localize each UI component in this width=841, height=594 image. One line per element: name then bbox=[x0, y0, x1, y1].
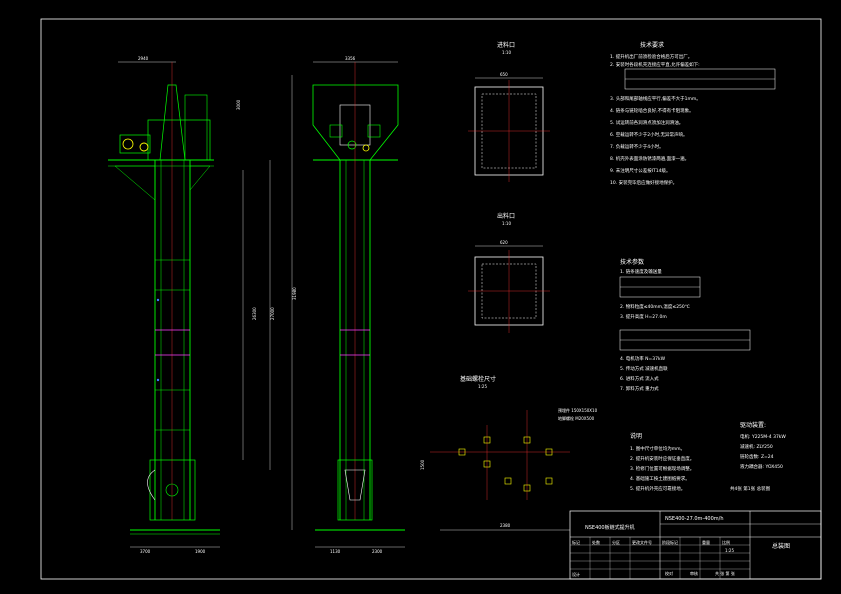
tech-params-line: 7. 卸料方式 重力式 bbox=[620, 385, 659, 392]
tech-req-line: 4. 链条与链轮啮合良好,不得有卡阻现象。 bbox=[610, 107, 694, 114]
dim-top-width: 2940 bbox=[138, 56, 149, 61]
tech-params-line: 5. 传动方式 减速机直联 bbox=[620, 365, 668, 372]
notes-line: 4. 基础施工按土建图纸要求。 bbox=[630, 475, 690, 482]
outlet-title: 出料口 bbox=[497, 212, 515, 220]
tech-req-line: 9. 未注明尺寸公差按IT14级。 bbox=[610, 167, 671, 174]
inlet-scale: 1:10 bbox=[502, 50, 511, 55]
tech-req-line: 1. 提升机出厂前须检验合格后方可出厂。 bbox=[610, 53, 692, 60]
dim-base-3: 1130 bbox=[330, 549, 341, 554]
model-number: NSE400-27.0m-400m/h bbox=[665, 516, 724, 522]
dim-base-1: 3700 bbox=[140, 549, 151, 554]
inlet-title: 进料口 bbox=[497, 41, 515, 49]
notes-line: 3. 检修门位置可根据现场调整。 bbox=[630, 465, 694, 472]
dim-total-height: 31980 bbox=[292, 287, 297, 300]
tech-req-line: 7. 负载运转不少于4小时。 bbox=[610, 143, 664, 150]
row-label: 更改文件号 bbox=[632, 539, 652, 545]
notes-title: 说明 bbox=[630, 432, 642, 440]
drive-line: 电机: Y225M-4 37kW bbox=[740, 433, 786, 440]
tech-params-line: 4. 电机功率 N=37kW bbox=[620, 355, 666, 362]
notes-line: 2. 提升机安装时应保证垂直度。 bbox=[630, 455, 694, 462]
inlet-view: 进料口 1:10 650 bbox=[468, 41, 550, 182]
scale-value: 1:25 bbox=[725, 548, 734, 553]
dim-found-width: 2380 bbox=[500, 523, 511, 528]
side-view: 3356 1130 2300 bbox=[312, 56, 405, 554]
anchor-label-1: 预埋件 150X150X10 bbox=[558, 407, 598, 413]
tech-req-line: 2. 安装时各段机壳连接应平直,允许偏差如下: bbox=[610, 61, 700, 68]
header-label: 比例 bbox=[722, 539, 730, 545]
title-block: NSE400板链式提升机 NSE400-27.0m-400m/h 总装图 标记 … bbox=[569, 510, 822, 580]
header-label: 阶段标记 bbox=[662, 539, 678, 545]
row-label: 处数 bbox=[592, 539, 600, 545]
tech-params: 技术参数 1. 链条速度及输送量 2. 物料粒度≤40mm,温度≤250℃ 3.… bbox=[619, 258, 751, 392]
anchor-label-2: 地脚螺栓 M20X500 bbox=[558, 415, 595, 421]
foundation-view: 基础螺栓尺寸 1:25 预埋件 150X150X10 地脚螺栓 M20X500 … bbox=[420, 375, 598, 531]
tech-params-line: 3. 提升高度 H=27.0m bbox=[620, 313, 667, 320]
drive-config: 驱动装置: 电机: Y225M-4 37kW 减速机: ZLY250 链轮齿数:… bbox=[740, 421, 786, 470]
row-label: 标记 bbox=[572, 539, 580, 545]
tech-req-line: 3. 头部和尾部轴线应平行,偏差不大于1mm。 bbox=[610, 95, 701, 102]
dim-side-top: 3356 bbox=[345, 56, 356, 61]
dim-inlet-width: 650 bbox=[500, 72, 508, 77]
tech-req-line: 5. 试运转前各润滑点须加注润滑油。 bbox=[610, 119, 683, 126]
tech-params-line: 6. 进料方式 流入式 bbox=[620, 375, 659, 382]
drive-line: 减速机: ZLY250 bbox=[740, 443, 773, 450]
drive-line: 液力耦合器: YOX450 bbox=[740, 463, 783, 470]
dim-mid-height: 26300 bbox=[252, 307, 257, 320]
outlet-view: 出料口 1:10 620 bbox=[468, 212, 550, 333]
designer-label: 设计 bbox=[572, 571, 580, 577]
tech-requirements: 技术要求 1. 提升机出厂前须检验合格后方可出厂。 2. 安装时各段机壳连接应平… bbox=[610, 41, 776, 186]
dim-found-height: 1500 bbox=[420, 459, 425, 470]
tech-params-line: 2. 物料粒度≤40mm,温度≤250℃ bbox=[620, 303, 690, 310]
checker-label: 校对 bbox=[665, 570, 673, 576]
dim-base-4: 2300 bbox=[372, 549, 383, 554]
tech-params-subtitle: 1. 链条速度及输送量 bbox=[620, 268, 662, 275]
notes-line: 5. 提升机外壳应可靠接地。 bbox=[630, 485, 685, 492]
dim-outlet-width: 620 bbox=[500, 240, 508, 245]
front-view: 2940 bbox=[108, 56, 297, 554]
drawing-title: 总装图 bbox=[772, 542, 790, 550]
tech-params-title: 技术参数 bbox=[620, 258, 644, 266]
row-label: 分区 bbox=[612, 539, 620, 545]
tech-req-line: 10. 安装完毕后应做好接地保护。 bbox=[610, 179, 677, 186]
foundation-scale: 1:25 bbox=[478, 384, 487, 389]
tech-req-line: 6. 空载运转不少于2小时,无异常声响。 bbox=[610, 131, 688, 138]
sheet-note: 共 张 第 张 bbox=[715, 570, 735, 576]
outlet-scale: 1:10 bbox=[502, 221, 511, 226]
dim-head-height: 3000 bbox=[236, 99, 241, 110]
tech-req-title: 技术要求 bbox=[640, 41, 664, 49]
drive-title: 驱动装置: bbox=[740, 421, 766, 429]
notes-line: 1. 图中尺寸单位均为mm。 bbox=[630, 445, 685, 452]
foundation-title: 基础螺栓尺寸 bbox=[460, 375, 496, 383]
drawing-border bbox=[40, 18, 822, 580]
dim-base-2: 1900 bbox=[195, 549, 206, 554]
approver-label: 审核 bbox=[690, 570, 698, 576]
machine-name: NSE400板链式提升机 bbox=[585, 524, 635, 531]
side-note: 共4张 第1张 总装图 bbox=[730, 485, 771, 492]
header-label: 重量 bbox=[702, 539, 710, 545]
tech-req-line: 8. 机壳外表面涂防锈漆两遍,面漆一遍。 bbox=[610, 155, 689, 162]
dim-shaft-height: 27000 bbox=[270, 307, 275, 320]
notes: 说明 1. 图中尺寸单位均为mm。 2. 提升机安装时应保证垂直度。 3. 检修… bbox=[630, 432, 771, 492]
drive-line: 链轮齿数: Z=24 bbox=[740, 453, 774, 460]
